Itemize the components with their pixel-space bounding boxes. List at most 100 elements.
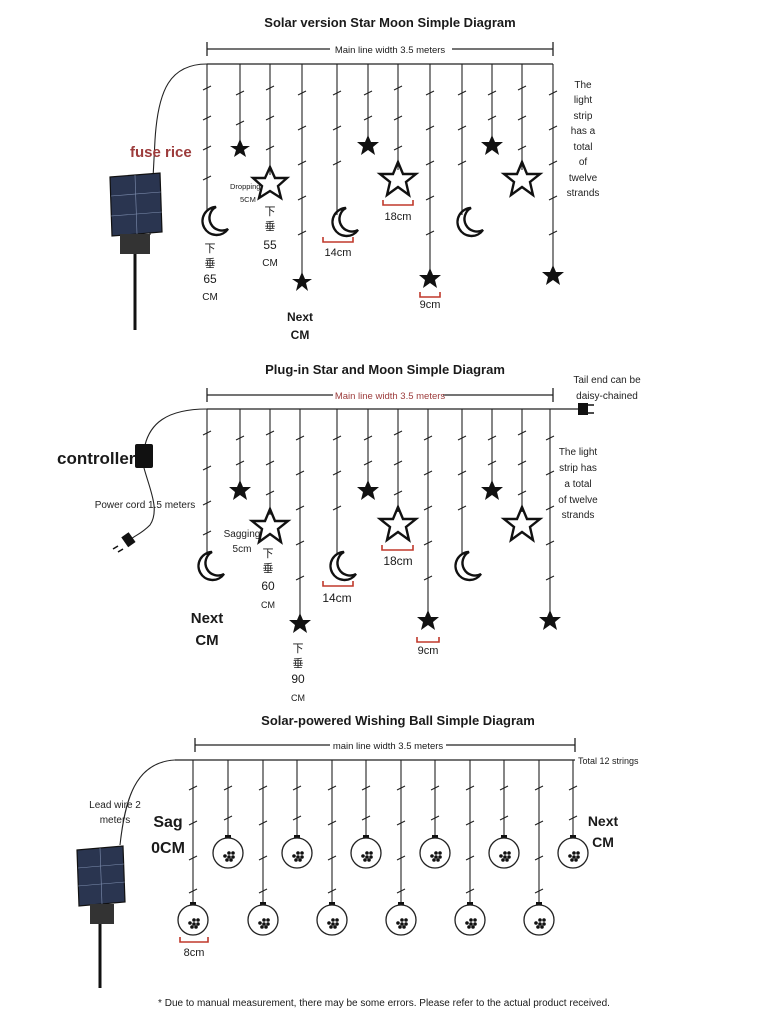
diagram1-dim-9: 9cm xyxy=(420,299,441,311)
star-solid-icon xyxy=(229,480,251,500)
wishing-ball-icon xyxy=(454,902,486,936)
diagram-plugin-star-moon: Plug-in Star and Moon Simple Diagram Mai… xyxy=(57,362,641,703)
star-solid-icon xyxy=(481,135,503,155)
svg-text:55: 55 xyxy=(263,238,277,252)
diagram3-title: Solar-powered Wishing Ball Simple Diagra… xyxy=(261,713,535,728)
diagram3-dim-8: 8cm xyxy=(184,947,205,959)
diagram1-dim-9-bar xyxy=(419,292,441,298)
wishing-ball-icon xyxy=(212,835,244,869)
diagram2-title: Plug-in Star and Moon Simple Diagram xyxy=(265,362,505,377)
svg-text:The: The xyxy=(574,80,592,91)
diagram3-solar-panel xyxy=(76,845,126,988)
svg-text:90: 90 xyxy=(291,672,305,686)
wishing-ball-icon xyxy=(316,902,348,936)
star-outline-icon xyxy=(376,158,420,198)
diagram3-next-label: Next xyxy=(588,813,619,829)
svg-text:strands: strands xyxy=(567,188,600,199)
diagram2-tail-label-2: daisy-chained xyxy=(576,391,638,402)
wishing-ball-icon xyxy=(488,835,520,869)
diagram3-dim-8-bar xyxy=(179,937,209,943)
wishing-ball-icon xyxy=(247,902,279,936)
diagram2-tail-plug-icon xyxy=(578,403,594,415)
diagram2-drops xyxy=(206,409,551,618)
svg-text:下: 下 xyxy=(265,206,276,218)
diagram1-ticks xyxy=(202,85,558,236)
star-solid-icon xyxy=(357,480,379,500)
diagram2-dim-18: 18cm xyxy=(383,554,412,568)
diagram1-drop65-label: 下 垂 65 CM xyxy=(202,243,218,303)
star-solid-icon xyxy=(419,268,441,288)
diagram1-drops xyxy=(206,64,554,280)
star-solid-icon xyxy=(542,265,564,285)
diagram2-main-line-label: Main line width 3.5 meters xyxy=(335,391,446,402)
moon-icon xyxy=(456,206,484,238)
moon-icon xyxy=(201,205,229,237)
diagram3-ticks xyxy=(188,785,578,894)
diagram2-dim-9-bar xyxy=(416,637,440,643)
svg-text:has a: has a xyxy=(571,126,596,137)
wishing-ball-icon xyxy=(523,902,555,936)
star-solid-icon xyxy=(481,480,503,500)
diagram1-drop55-label: 下 垂 55 CM xyxy=(262,206,278,269)
svg-text:strip has: strip has xyxy=(559,463,597,474)
svg-text:65: 65 xyxy=(203,272,217,286)
diagram3-lead-wire xyxy=(119,759,176,846)
svg-text:CM: CM xyxy=(202,292,218,303)
diagram1-ornaments xyxy=(201,135,564,291)
diagram-solar-star-moon: Solar version Star Moon Simple Diagram M… xyxy=(109,15,600,342)
diagram3-balls xyxy=(177,835,589,936)
diagram2-dim-14-bar xyxy=(322,581,354,587)
svg-text:垂: 垂 xyxy=(263,562,274,575)
svg-text:下: 下 xyxy=(293,643,304,655)
diagram1-next-label: Next xyxy=(287,310,313,324)
diagram1-lead-wire xyxy=(149,63,208,236)
star-outline-icon xyxy=(249,164,291,201)
diagram1-dim-18: 18cm xyxy=(385,211,412,223)
wishing-ball-icon xyxy=(177,902,209,936)
star-solid-icon xyxy=(357,135,379,155)
diagram2-power-cord xyxy=(129,467,155,541)
moon-icon xyxy=(197,550,225,582)
diagram1-dim-18-bar xyxy=(382,200,414,206)
svg-text:The light: The light xyxy=(559,447,598,458)
moon-icon xyxy=(331,206,359,238)
diagram2-controller-label: controller xyxy=(57,449,136,468)
star-solid-icon xyxy=(417,610,439,630)
svg-text:下: 下 xyxy=(263,548,274,560)
diagram2-drop60-label: 下 垂 60 CM xyxy=(261,548,275,610)
diagram2-power-cord-label: Power cord 1.5 meters xyxy=(95,500,196,511)
diagram2-tail-label: Tail end can be xyxy=(573,375,641,386)
svg-text:total: total xyxy=(574,142,593,153)
diagram2-next-unit: CM xyxy=(195,632,218,649)
diagram2-lead-wire xyxy=(144,408,208,446)
diagram1-title: Solar version Star Moon Simple Diagram xyxy=(264,15,515,30)
diagram-wishing-ball: Solar-powered Wishing Ball Simple Diagra… xyxy=(76,713,639,988)
diagram2-dim-18-bar xyxy=(381,545,414,551)
svg-text:strands: strands xyxy=(562,510,595,521)
diagram3-drops xyxy=(192,760,574,905)
diagram2-drop90-label: 下 垂 90 CM xyxy=(291,643,305,703)
wishing-ball-icon xyxy=(557,835,589,869)
diagram1-next-unit: CM xyxy=(291,328,310,342)
diagram1-fuse-label: fuse rice xyxy=(130,144,192,161)
wishing-ball-icon xyxy=(281,835,313,869)
star-solid-icon xyxy=(230,139,250,157)
star-solid-icon xyxy=(539,610,561,630)
diagram3-next-unit: CM xyxy=(592,834,614,850)
svg-text:of: of xyxy=(579,157,588,168)
star-outline-icon xyxy=(500,158,544,198)
svg-text:a total: a total xyxy=(564,479,591,490)
svg-text:下: 下 xyxy=(205,243,216,255)
diagram2-plug-icon xyxy=(112,532,136,553)
wishing-ball-icon xyxy=(350,835,382,869)
svg-text:CM: CM xyxy=(261,600,275,610)
star-outline-icon xyxy=(376,503,420,543)
moon-icon xyxy=(329,550,357,582)
wishing-ball-icon xyxy=(419,835,451,869)
star-outline-icon xyxy=(500,503,544,543)
diagram1-dropping-label: Dropping xyxy=(230,182,260,191)
diagram2-dim-9: 9cm xyxy=(418,645,439,657)
diagram3-sag-value: 0CM xyxy=(151,840,185,857)
wishing-ball-icon xyxy=(385,902,417,936)
